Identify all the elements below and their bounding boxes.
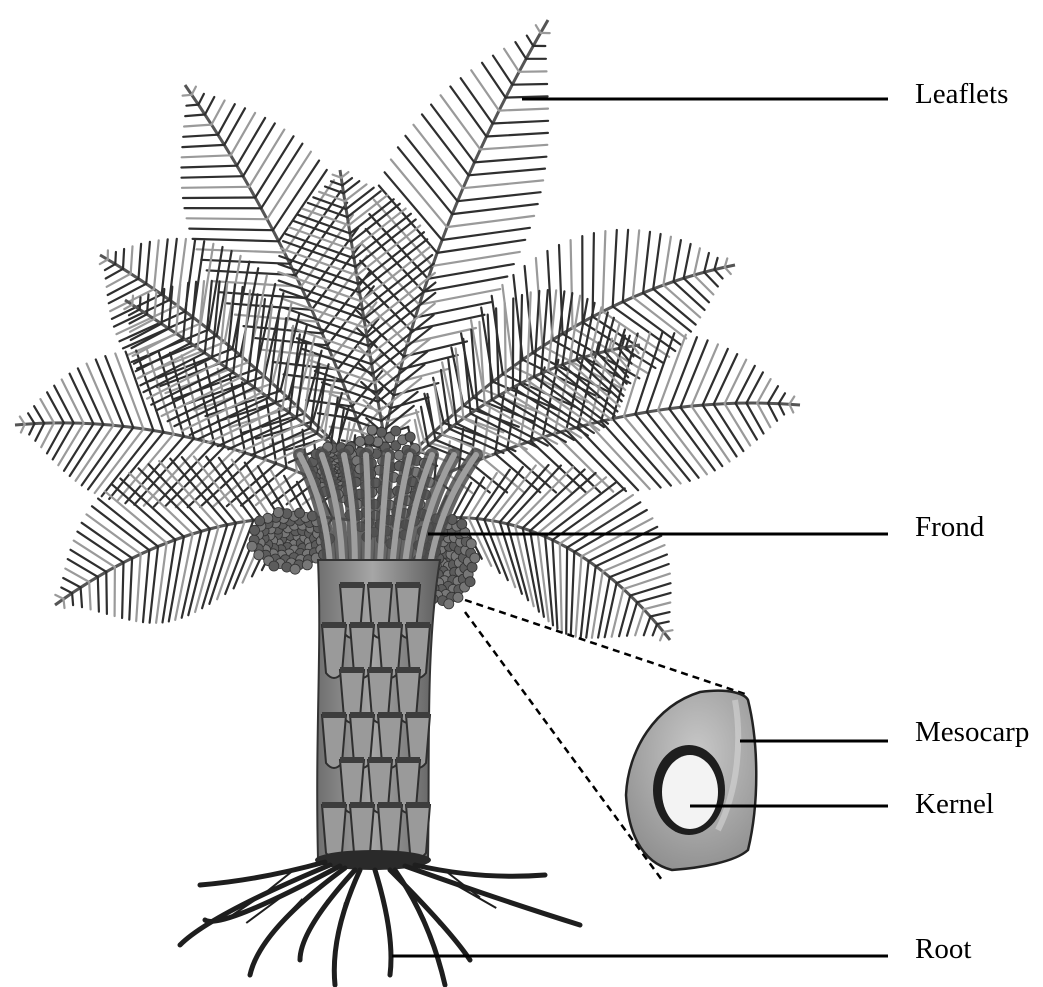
root-label: Root — [915, 935, 971, 964]
kernel-shape — [662, 755, 718, 829]
kernel-label: Kernel — [915, 790, 994, 819]
roots — [180, 862, 580, 985]
frond-label: Frond — [915, 513, 984, 542]
leaflets-label: Leaflets — [915, 80, 1008, 109]
mesocarp-label: Mesocarp — [915, 718, 1029, 747]
frond — [181, 85, 382, 470]
trunk — [315, 560, 440, 870]
fruit-cross-section — [626, 691, 756, 870]
